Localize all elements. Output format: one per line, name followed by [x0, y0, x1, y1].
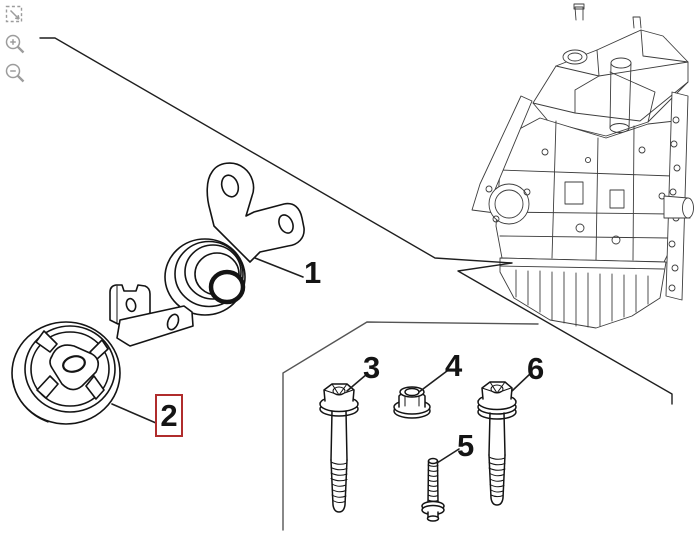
part-1-drawing	[164, 162, 305, 316]
bolt-6-drawing	[477, 381, 517, 506]
callout-3[interactable]: 3	[363, 350, 381, 385]
fastener-box-outline	[282, 321, 539, 531]
zoom-in-icon	[5, 34, 25, 54]
leader-2	[111, 403, 157, 424]
callout-6[interactable]: 6	[527, 351, 545, 386]
callout-1[interactable]: 1	[304, 255, 322, 290]
leader-5	[436, 448, 460, 464]
leader-4	[418, 370, 448, 393]
fit-to-view-button[interactable]	[2, 2, 28, 28]
callout-leader-lines	[111, 257, 532, 464]
nut-4-drawing	[393, 386, 431, 419]
leader-1	[254, 257, 304, 278]
leader-6	[511, 372, 532, 392]
zoom-out-button[interactable]	[2, 60, 28, 86]
view-toolbar	[2, 2, 28, 86]
fit-to-view-icon	[5, 5, 23, 23]
part-2-drawing	[11, 284, 194, 425]
zoom-in-button[interactable]	[2, 31, 28, 57]
callout-5[interactable]: 5	[457, 428, 475, 463]
stud-5-drawing	[421, 457, 445, 522]
callout-4[interactable]: 4	[445, 348, 463, 383]
zoom-out-icon	[5, 63, 25, 83]
callout-2-highlighted[interactable]: 2	[155, 394, 183, 437]
bolt-3-drawing	[319, 383, 359, 513]
main-pointer-line	[39, 37, 673, 405]
leader-3	[346, 373, 368, 392]
engine-illustration	[471, 3, 694, 329]
